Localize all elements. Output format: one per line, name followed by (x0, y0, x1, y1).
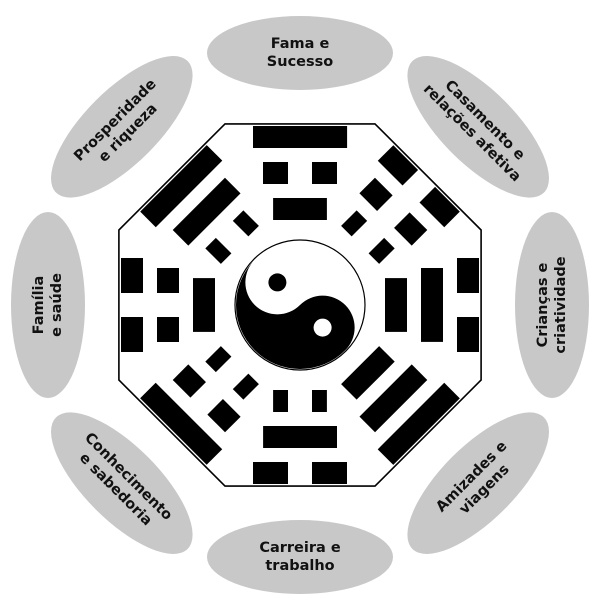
area-ellipse (407, 412, 549, 554)
trigram-friends (341, 346, 460, 465)
trigram-fame (253, 126, 348, 220)
trigram-line-solid (421, 268, 443, 342)
trigram-line-broken (263, 162, 288, 184)
trigram-knowledge (140, 346, 259, 465)
trigram-line-broken (377, 145, 419, 186)
yang-dot (268, 273, 287, 292)
trigram-line-broken (205, 237, 232, 264)
trigram-career (253, 390, 347, 484)
yin-half (236, 259, 355, 369)
yin-dot (313, 318, 332, 337)
trigram-line-broken (457, 317, 479, 352)
trigrams (121, 126, 479, 484)
trigram-line-broken (232, 373, 259, 400)
trigram-line-broken (121, 317, 143, 352)
trigram-line-broken (273, 390, 288, 412)
trigram-line-solid (253, 126, 348, 148)
area-label-line: Fama e (271, 36, 330, 52)
trigram-line-broken (394, 212, 428, 246)
area-ellipse (407, 56, 549, 198)
trigram-line-broken (253, 462, 288, 484)
trigram-line-broken (121, 258, 143, 293)
trigram-line-solid (377, 382, 460, 465)
trigram-line-broken (341, 210, 368, 237)
area-label-line: Carreira e (259, 540, 341, 556)
trigram-line-broken (359, 177, 393, 211)
trigram-line-broken (312, 390, 327, 412)
area-label-line: trabalho (265, 558, 334, 574)
area-ellipse (207, 16, 393, 90)
trigram-line-solid (172, 177, 241, 246)
trigram-line-solid (385, 278, 407, 332)
trigram-line-solid (140, 382, 223, 465)
trigram-relationships (341, 145, 460, 264)
area-ellipse (51, 412, 193, 554)
area-label-line: Crianças e (535, 262, 551, 347)
area-ellipse (51, 56, 193, 198)
trigram-line-broken (368, 237, 395, 264)
trigram-line-solid (359, 364, 428, 433)
trigram-family (121, 258, 215, 352)
trigram-line-broken (457, 258, 479, 293)
area-career: Carreira e trabalho (207, 520, 393, 594)
trigram-children (385, 258, 479, 352)
area-ellipse (515, 212, 589, 398)
trigram-prosperity (140, 145, 259, 264)
area-ellipse (11, 212, 85, 398)
yin-yang-icon (234, 239, 366, 371)
trigram-line-broken (172, 364, 206, 398)
trigram-line-solid (263, 426, 337, 448)
trigram-line-broken (205, 346, 232, 373)
trigram-line-broken (419, 186, 460, 228)
area-label-line: Sucesso (267, 54, 333, 70)
trigram-line-broken (157, 317, 179, 342)
trigram-line-solid (273, 198, 327, 220)
trigram-line-broken (312, 462, 347, 484)
trigram-line-solid (140, 145, 223, 228)
area-label-line: Família (31, 276, 47, 335)
trigram-line-broken (207, 399, 241, 433)
area-label-line: criatividade (553, 256, 569, 353)
trigram-line-solid (341, 346, 395, 400)
area-fame: Fama e Sucesso (207, 16, 393, 90)
area-label-line: e saúde (49, 273, 65, 337)
trigram-line-broken (232, 210, 259, 237)
area-ellipse (207, 520, 393, 594)
trigram-line-broken (312, 162, 337, 184)
trigram-line-broken (157, 268, 179, 293)
trigram-line-solid (193, 278, 215, 332)
